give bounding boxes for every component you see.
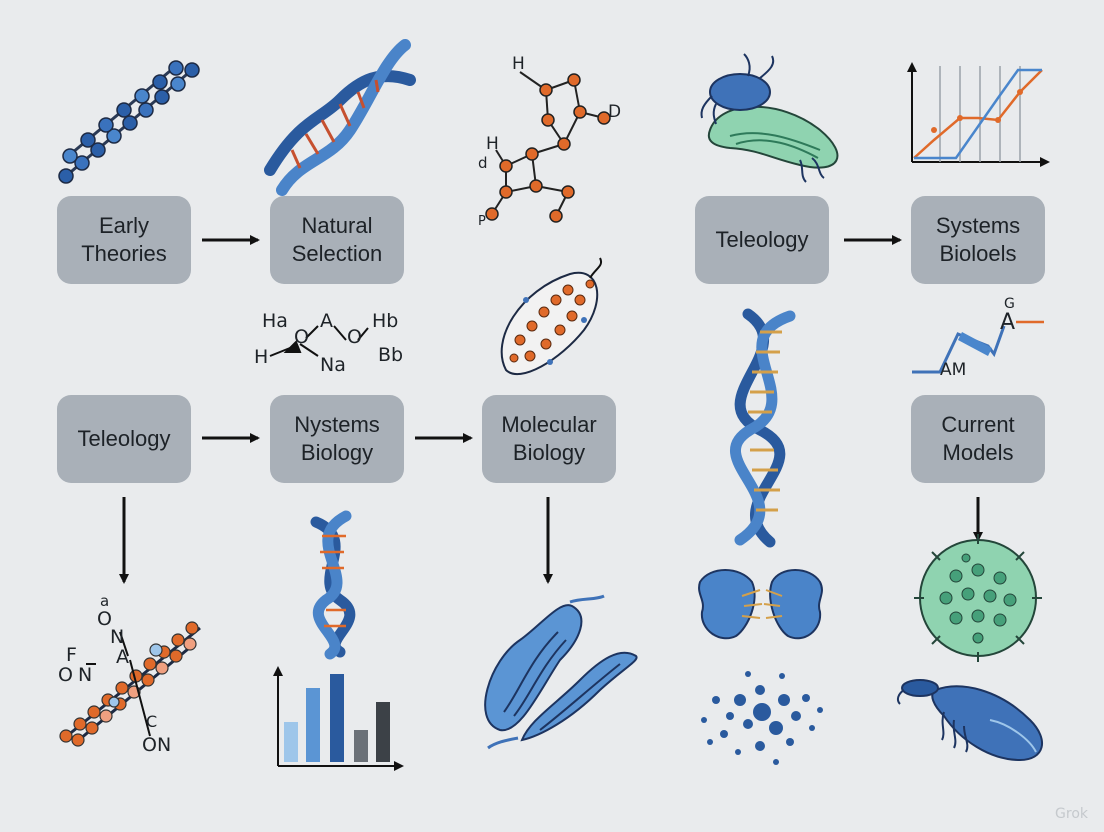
box-label: Teleology	[77, 426, 171, 451]
formula-label: O	[347, 326, 362, 348]
formula-label: Ha	[262, 310, 288, 332]
chain-label: N	[110, 626, 125, 648]
formula-label: Hb	[372, 310, 399, 332]
dna-helix-small-icon	[310, 510, 356, 660]
chain-label: O	[58, 664, 73, 686]
formula-label: Bb	[378, 344, 404, 366]
formula-label: A	[320, 310, 333, 332]
box-label: Teleology	[715, 227, 809, 252]
chain-label: ON	[142, 734, 172, 756]
formula-label: H	[254, 346, 269, 368]
bacterium-icon	[700, 53, 839, 183]
box-label: Early Theories	[81, 213, 167, 266]
box-systems-bioloels: Systems Bioloels	[911, 196, 1045, 284]
watermark: Grok	[1055, 806, 1088, 822]
box-teleology-top: Teleology	[695, 196, 829, 284]
atom-label: P	[478, 214, 486, 229]
chain-label: F	[66, 644, 77, 666]
chain-label: O	[97, 608, 112, 630]
protein-complex-icon	[698, 569, 823, 640]
dna-helix-icon	[264, 39, 416, 196]
graph-label: AM	[940, 360, 967, 380]
molecule-cloud-icon	[701, 671, 823, 765]
chain-label: a	[100, 592, 110, 610]
atom-label: H	[512, 54, 525, 74]
chemical-formula-icon	[269, 325, 369, 357]
formula-label: Na	[320, 354, 346, 376]
mitochondria-icon	[484, 594, 638, 750]
box-natural-selection: Natural Selection	[270, 196, 404, 284]
chain-label: C	[146, 712, 158, 731]
box-teleology-mid: Teleology	[57, 395, 191, 483]
chromosome-icon	[500, 257, 602, 376]
atom-label: D	[608, 102, 622, 122]
box-label: Natural Selection	[291, 213, 383, 266]
green-cell-icon	[914, 534, 1042, 662]
box-current-models: Current Models	[911, 395, 1045, 483]
molecule-chain-blue-icon	[58, 60, 200, 184]
line-chart-icon	[907, 62, 1050, 167]
graph-label: A	[1000, 310, 1016, 335]
atom-label: H	[486, 134, 499, 154]
box-label: Current Models	[941, 412, 1015, 465]
box-molecular-biology: Molecular Biology	[482, 395, 616, 483]
chain-label: A	[116, 646, 129, 668]
molecule-structure-orange-icon	[485, 71, 611, 223]
bar-chart-icon	[273, 666, 404, 771]
formula-label: O	[294, 326, 309, 348]
atom-label: d	[478, 154, 488, 172]
box-label: Molecular Biology	[501, 412, 597, 465]
dna-helix-tall-icon	[730, 308, 796, 548]
box-label: Nystems Biology	[294, 412, 380, 465]
chain-label: N	[78, 664, 93, 686]
line-graph-small-icon	[912, 320, 1044, 374]
box-nystems-biology: Nystems Biology	[270, 395, 404, 483]
graph-label: G	[1004, 296, 1015, 312]
box-label: Systems Bioloels	[935, 213, 1021, 266]
box-early-theories: Early Theories	[57, 196, 191, 284]
blue-microbe-icon	[896, 679, 1043, 762]
molecule-chain-orange-icon	[59, 621, 201, 747]
